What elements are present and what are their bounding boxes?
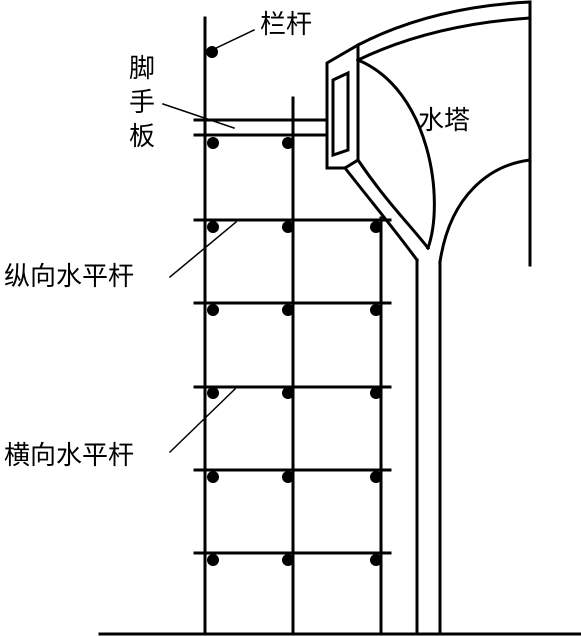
scaffold-board-char: 手	[128, 88, 155, 118]
joint-dot	[207, 304, 219, 316]
railing-label: 栏杆	[260, 10, 313, 40]
railing-dot	[206, 46, 218, 58]
scaffold-board-label: 脚 手 板	[127, 52, 157, 154]
joint-dot	[370, 554, 382, 566]
joint-dot	[282, 471, 294, 483]
joint-dot	[207, 387, 219, 399]
joint-dot	[282, 137, 294, 149]
tower-cone-outer	[342, 165, 420, 263]
tower-tank-inner	[355, 16, 532, 63]
leader-scaffold-board	[162, 103, 235, 129]
water-tower-label: 水塔	[418, 106, 471, 136]
joint-dot	[207, 137, 219, 149]
joint-dot	[370, 221, 382, 233]
joint-dot	[207, 221, 219, 233]
joint-dot	[282, 304, 294, 316]
joint-dot	[207, 554, 219, 566]
tower-bracket-inner	[331, 70, 350, 158]
tower-cone-inner	[355, 157, 431, 251]
leader-longitudinal-bar	[168, 220, 238, 279]
scaffold-board-char: 脚	[128, 54, 155, 84]
tower-inner-curve	[356, 58, 436, 250]
longitudinal-bar-label: 纵向水平杆	[4, 262, 135, 292]
joint-dots	[206, 46, 382, 566]
joint-dot	[282, 221, 294, 233]
tower-tank-outer	[355, 0, 532, 48]
scaffold-board-char: 板	[128, 122, 155, 152]
leader-railing	[211, 29, 255, 51]
leader-transverse-bar	[168, 387, 237, 454]
joint-dot	[370, 304, 382, 316]
transverse-bar-label: 横向水平杆	[4, 441, 135, 471]
joint-dot	[370, 471, 382, 483]
joint-dot	[207, 471, 219, 483]
joint-dot	[370, 387, 382, 399]
joint-dot	[282, 387, 294, 399]
tower-inner-curve-2	[438, 158, 532, 264]
tower-bracket	[325, 42, 360, 170]
joint-dot	[282, 554, 294, 566]
